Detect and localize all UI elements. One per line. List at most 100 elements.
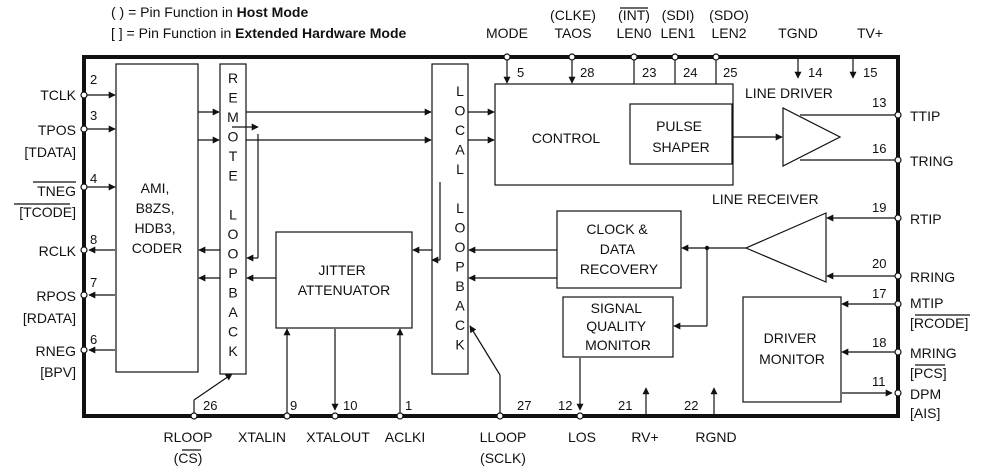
pin-tpos: 3 TPOS [TDATA] — [24, 108, 116, 160]
svg-text:19: 19 — [872, 200, 886, 215]
pin-rclk: 8 RCLK — [39, 232, 115, 259]
line-driver-amplifier — [782, 107, 842, 167]
remote-loopback-block — [219, 63, 247, 375]
svg-text:XTALOUT: XTALOUT — [306, 429, 370, 445]
svg-text:28: 28 — [580, 65, 594, 80]
svg-text:RCLK: RCLK — [39, 243, 77, 259]
svg-text:RLOOP: RLOOP — [163, 429, 212, 445]
svg-text:MTIP: MTIP — [910, 295, 943, 311]
svg-text:[BPV]: [BPV] — [40, 364, 76, 380]
pin-len0: 23 (INT) LEN0 — [616, 7, 656, 84]
coder-block — [115, 63, 199, 373]
svg-text:TAOS: TAOS — [554, 25, 591, 41]
svg-text:[PCS]: [PCS] — [910, 365, 947, 381]
svg-text:(SDO): (SDO) — [709, 7, 749, 23]
svg-text:MODE: MODE — [486, 25, 528, 41]
svg-text:RGND: RGND — [695, 429, 736, 445]
svg-text:TTIP: TTIP — [910, 108, 940, 124]
svg-text:LLOOP: LLOOP — [480, 429, 527, 445]
pin-xtalout: 10 XTALOUT — [306, 329, 370, 445]
legend-extended-hardware-mode: [ ] = Pin Function in Extended Hardware … — [111, 25, 406, 41]
svg-text:27: 27 — [517, 398, 531, 413]
pin-len1: 24 (SDI) LEN1 — [660, 7, 697, 84]
svg-text:3: 3 — [90, 108, 97, 123]
svg-text:14: 14 — [808, 65, 822, 80]
svg-text:26: 26 — [203, 398, 217, 413]
chip-boundary — [82, 55, 900, 418]
svg-text:RTIP: RTIP — [910, 211, 942, 227]
svg-text:MRING: MRING — [910, 345, 957, 361]
svg-text:TV+: TV+ — [857, 25, 883, 41]
svg-text:LEN1: LEN1 — [660, 25, 695, 41]
driver-monitor-block — [742, 296, 842, 403]
pin-tgnd: 14 TGND — [778, 25, 822, 80]
svg-text:7: 7 — [90, 275, 97, 290]
svg-text:[AIS]: [AIS] — [910, 405, 940, 421]
pin-xtalin: 9 XTALIN — [238, 328, 297, 445]
line-receiver-label: LINE RECEIVER — [712, 191, 819, 207]
pin-rvplus: 21 RV+ — [618, 387, 659, 445]
legend-host-mode: ( ) = Pin Function in Host Mode — [111, 4, 308, 20]
svg-text:(CLKE): (CLKE) — [550, 7, 596, 23]
svg-text:RV+: RV+ — [631, 429, 658, 445]
pin-taos: 28 (CLKE) TAOS — [550, 7, 596, 84]
jitter-attenuator-label: JITTER ATTENUATOR — [298, 262, 391, 298]
svg-text:[TCODE]: [TCODE] — [19, 204, 76, 220]
pin-rring: 20 RRING — [826, 256, 955, 285]
control-label: CONTROL — [532, 130, 601, 146]
coder-label: AMI, B8ZS, HDB3, CODER — [132, 180, 183, 256]
svg-text:ACLKI: ACLKI — [385, 429, 425, 445]
svg-text:LEN0: LEN0 — [616, 25, 651, 41]
svg-text:TRING: TRING — [910, 153, 954, 169]
svg-text:RNEG: RNEG — [36, 343, 76, 359]
line-driver-label: LINE DRIVER — [745, 85, 833, 101]
svg-text:25: 25 — [723, 65, 737, 80]
svg-text:15: 15 — [863, 65, 877, 80]
pulse-shaper-label: PULSE SHAPER — [652, 118, 710, 155]
svg-text:4: 4 — [90, 171, 97, 186]
svg-text:XTALIN: XTALIN — [238, 429, 286, 445]
svg-text:[RDATA]: [RDATA] — [23, 310, 76, 326]
pin-aclki: 1 ACLKI — [385, 328, 425, 445]
svg-text:6: 6 — [90, 332, 97, 347]
svg-text:22: 22 — [684, 398, 698, 413]
pin-los: 12 LOS — [558, 358, 596, 445]
svg-text:[RCODE]: [RCODE] — [910, 315, 968, 331]
svg-text:12: 12 — [558, 398, 572, 413]
svg-text:DPM: DPM — [910, 386, 941, 402]
pin-tneg: 4 TNEG [TCODE] — [14, 171, 116, 220]
pulse-shaper-block — [629, 103, 733, 165]
clock-data-recovery-label: CLOCK & DATA RECOVERY — [580, 221, 659, 277]
pin-rtip: 19 RTIP — [826, 200, 942, 227]
svg-text:(SDI): (SDI) — [662, 7, 695, 23]
svg-text:LOS: LOS — [568, 429, 596, 445]
svg-text:21: 21 — [618, 398, 632, 413]
svg-text:(SCLK): (SCLK) — [480, 450, 526, 466]
svg-text:TCLK: TCLK — [40, 87, 76, 103]
signal-quality-monitor-label: SIGNAL QUALITY MONITOR — [585, 300, 651, 353]
svg-text:[TDATA]: [TDATA] — [24, 144, 76, 160]
svg-text:2: 2 — [90, 72, 97, 87]
svg-text:LEN2: LEN2 — [711, 25, 746, 41]
svg-text:RPOS: RPOS — [36, 288, 76, 304]
pin-tclk: 2 TCLK — [40, 72, 116, 103]
svg-text:18: 18 — [872, 335, 886, 350]
svg-text:RRING: RRING — [910, 269, 955, 285]
pin-lloop: 27 LLOOP (SCLK) — [469, 325, 531, 466]
svg-text:1: 1 — [405, 398, 412, 413]
svg-text:11: 11 — [872, 374, 886, 389]
pin-tvplus: 15 TV+ — [849, 25, 883, 80]
driver-monitor-label: DRIVER MONITOR — [759, 330, 825, 367]
line-receiver-amplifier — [744, 212, 827, 283]
svg-text:TGND: TGND — [778, 25, 818, 41]
pin-ttip: 13 TTIP — [800, 95, 940, 124]
pin-rloop: 26 RLOOP (CS) — [163, 373, 233, 466]
svg-text:(INT): (INT) — [618, 7, 650, 23]
signal-quality-monitor-block — [562, 296, 674, 358]
pin-rpos: 7 RPOS [RDATA] — [23, 275, 115, 326]
pin-tring: 16 TRING — [800, 141, 954, 169]
pin-dpm: 11 DPM [AIS] — [842, 374, 941, 421]
